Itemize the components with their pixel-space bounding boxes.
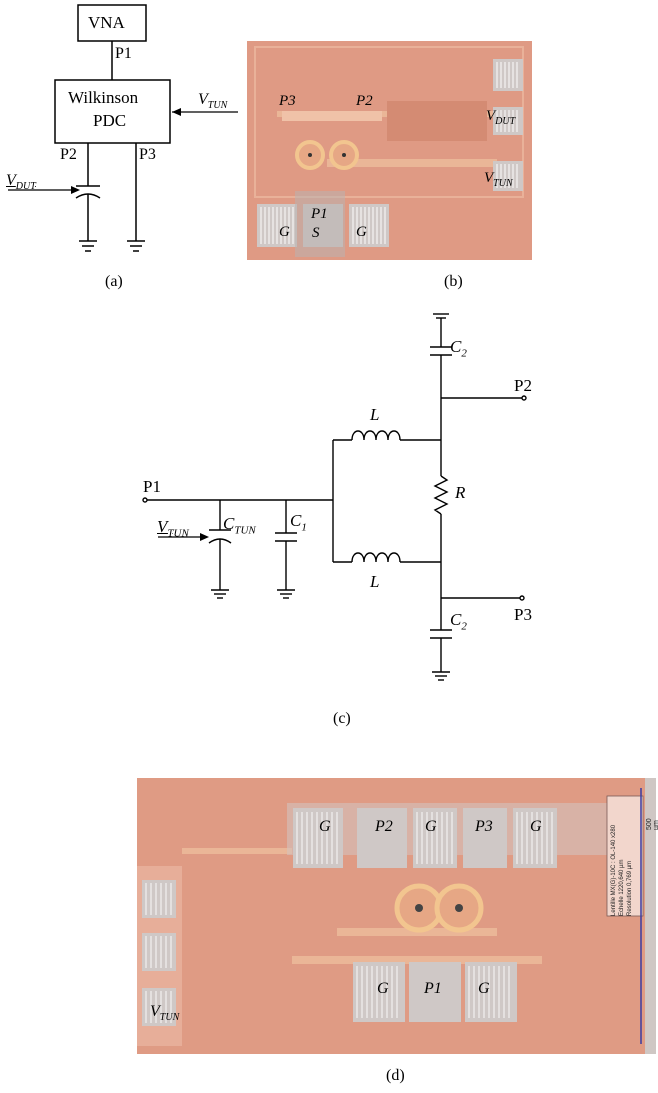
panel-b-chip-photo [247,41,532,260]
chip-b-v-tun: VTUN [484,170,513,189]
chip-d-g1: G [319,818,331,835]
v-tun-label-a: VTUN [198,91,228,112]
panel-c-schematic [142,313,527,681]
chip-d-info-box: Lentille MX(G)-10C : OL-140 x280 Echelle… [610,796,634,916]
chip-b-p3: P3 [279,93,296,109]
chip-d-v-tun: VTUN [150,1003,180,1024]
v-dut-label-a: VDUT [6,172,36,193]
inductor-bottom-label: L [370,572,380,591]
circuit-p1: P1 [143,477,161,496]
c2-bottom-label: C2 [450,610,467,633]
vna-label: VNA [88,13,125,32]
panel-a-schematic [8,4,238,252]
chip-d-info-line-1: Lentille MX(G)-10C : OL-140 x280 [611,824,617,916]
chip-b-g-left: G [279,224,290,240]
caption-c: (c) [333,710,351,727]
chip-d-g5: G [478,980,490,997]
chip-d-g2: G [425,818,437,835]
chip-d-g3: G [530,818,542,835]
chip-d-g4: G [377,980,389,997]
chip-d-p2: P2 [375,818,393,835]
caption-a: (a) [105,273,123,290]
c-tun-label: CTUN [223,514,256,537]
pdc-port-p2: P2 [60,146,77,163]
v-tun-label-c: VTUN [157,517,189,540]
chip-d-p1: P1 [424,980,442,997]
chip-b-p1: P1 [311,206,328,222]
resistor-label: R [455,483,466,502]
pdc-title-line2: PDC [93,111,127,130]
panel-d-chip-photo [137,778,656,1054]
circuit-p3: P3 [514,605,532,624]
caption-d: (d) [386,1067,405,1084]
pdc-title-line1: Wilkinson [68,88,139,107]
pdc-port-p1: P1 [115,45,132,62]
inductor-top-label: L [370,405,380,424]
chip-d-info-line-3: Resolution 0,769 µm [627,860,633,916]
circuit-p2: P2 [514,376,532,395]
chip-d-scale-label: 500 µm [646,818,658,830]
chip-d-info-line-2: Echelle 1220,640 µm [619,859,625,917]
pdc-port-p3: P3 [139,146,156,163]
c1-label: C1 [290,511,307,534]
chip-d-p3: P3 [475,818,493,835]
wilkinson-pdc-box [54,79,171,144]
chip-b-p2: P2 [356,93,373,109]
caption-b: (b) [444,273,463,290]
chip-b-v-dut: VDUT [486,108,516,127]
chip-b-g-right: G [356,224,367,240]
chip-b-s: S [312,225,320,241]
c2-top-label: C2 [450,337,467,360]
